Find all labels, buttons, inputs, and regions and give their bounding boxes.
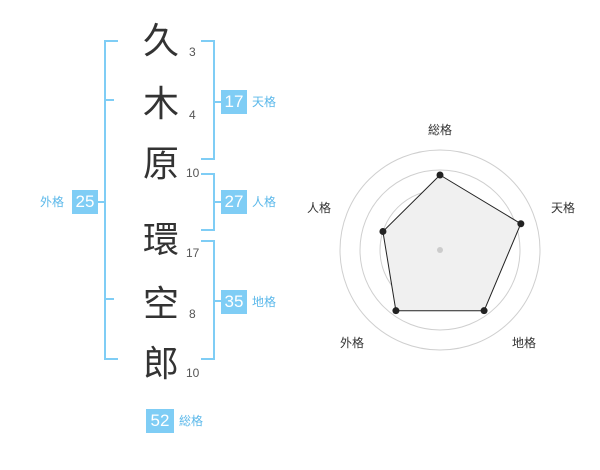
tenkaku-badge: 17 (221, 90, 247, 114)
stroke-count-4: 17 (186, 246, 200, 260)
radar-label-soukaku: 総格 (427, 123, 452, 137)
radar-point-2 (517, 220, 525, 228)
tenkaku-bracket-bottom (201, 158, 215, 160)
name-char-4: 環 (142, 220, 179, 261)
chikaku-badge: 35 (221, 290, 247, 314)
chikaku-bracket-connector (213, 300, 221, 302)
gaikaku-bracket-tick-2 (104, 298, 114, 300)
name-char-6: 郎 (142, 344, 179, 385)
radar-label-jinkaku: 人格 (306, 201, 331, 215)
jinkaku-bracket-bottom (201, 229, 215, 231)
stroke-count-6: 10 (186, 366, 200, 380)
tenkaku-label: 天格 (252, 95, 277, 109)
chikaku-label: 地格 (252, 295, 277, 309)
radar-shape (382, 174, 522, 312)
gaikaku-label: 外格 (40, 195, 65, 209)
radar-point-5 (379, 227, 387, 235)
gaikaku-badge: 25 (72, 190, 98, 214)
jinkaku-bracket-connector (213, 201, 221, 203)
name-char-5: 空 (142, 284, 179, 325)
radar-point-3 (480, 307, 488, 315)
name-char-2: 木 (142, 84, 179, 125)
radar-points (379, 171, 525, 315)
radar-label-chikaku: 地格 (511, 336, 536, 350)
tenkaku-bracket-top (201, 40, 215, 42)
radar-label-gaikaku: 外格 (339, 336, 364, 350)
tenkaku-bracket-vertical (213, 40, 215, 160)
gaikaku-bracket-bottom (104, 358, 118, 360)
chikaku-bracket-bottom (201, 358, 215, 360)
jinkaku-label: 人格 (252, 195, 277, 209)
soukaku-badge: 52 (146, 409, 174, 433)
jinkaku-bracket-top (201, 173, 215, 175)
jinkaku-badge: 27 (221, 190, 247, 214)
name-char-3: 原 (142, 144, 179, 185)
name-char-1: 久 (142, 21, 179, 62)
tenkaku-bracket-connector (213, 101, 221, 103)
radar-center-dot (437, 247, 443, 253)
radar-point-1 (436, 171, 444, 179)
gaikaku-bracket-tick-1 (104, 99, 114, 101)
stroke-count-5: 8 (189, 307, 196, 321)
gaikaku-bracket-vertical (104, 40, 106, 360)
gaikaku-bracket-connector (98, 201, 106, 203)
gaikaku-bracket-top (104, 40, 118, 42)
radar-grid-ring-4 (359, 169, 521, 331)
radar-point-4 (392, 307, 400, 315)
stroke-count-3: 10 (186, 166, 200, 180)
stroke-count-2: 4 (189, 108, 196, 122)
chikaku-bracket-top (201, 240, 215, 242)
radar-label-tenkaku: 天格 (550, 201, 575, 215)
soukaku-label: 総格 (179, 414, 204, 428)
radar-grid-ring-5 (339, 149, 541, 351)
stroke-count-1: 3 (189, 45, 196, 59)
